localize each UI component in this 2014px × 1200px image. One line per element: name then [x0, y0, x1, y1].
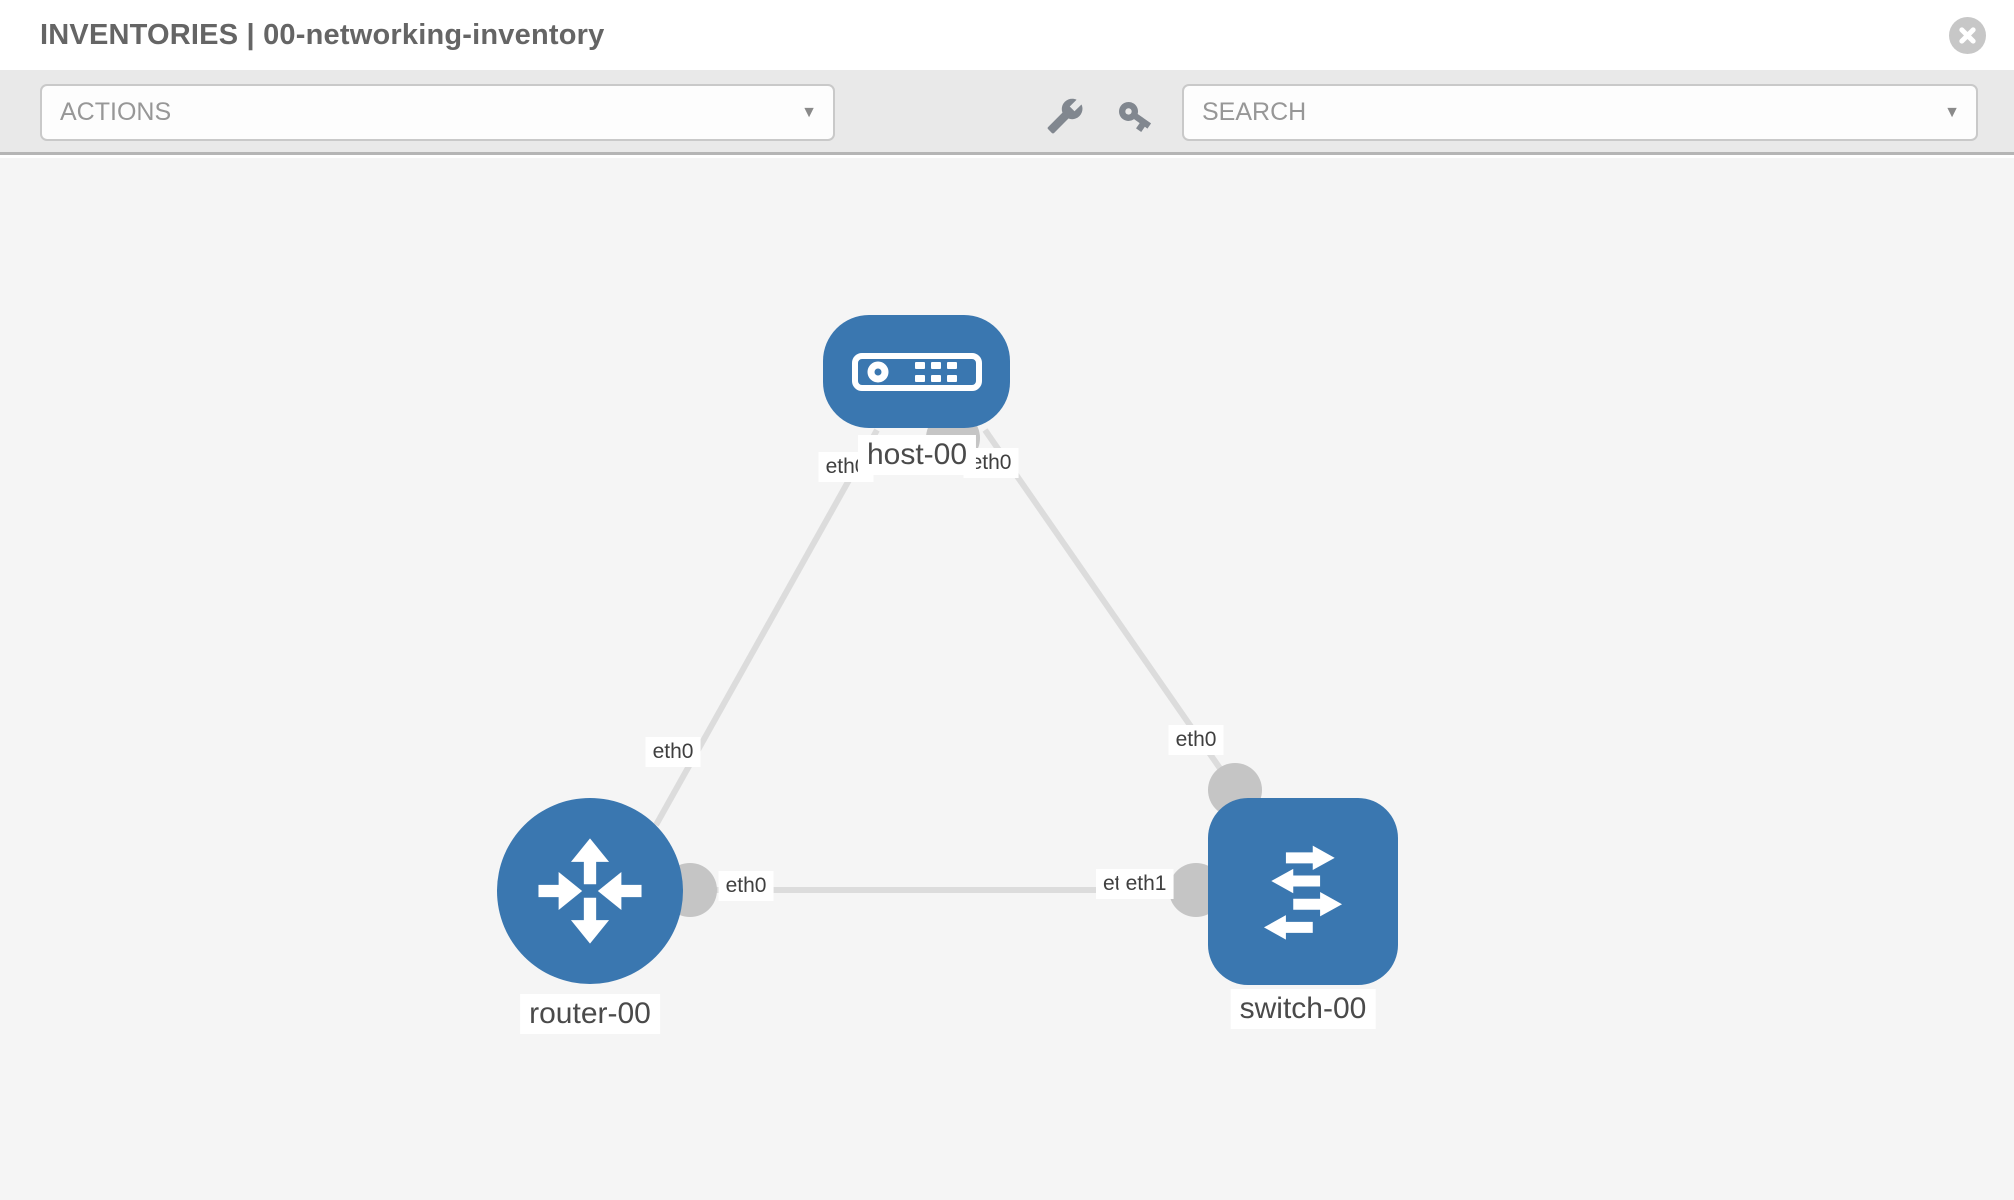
- chevron-down-icon: ▼: [1944, 104, 1960, 121]
- node-label-router: router-00: [520, 994, 660, 1034]
- actions-dropdown-label: ACTIONS: [60, 98, 172, 126]
- interface-label: eth0: [718, 871, 774, 901]
- node-label-switch: switch-00: [1230, 989, 1376, 1029]
- wrench-icon-button[interactable]: [1046, 97, 1086, 137]
- router-icon: [538, 838, 642, 944]
- node-switch-00[interactable]: [1208, 798, 1398, 985]
- actions-dropdown[interactable]: ACTIONS ▼: [40, 84, 835, 141]
- interface-label: eth0: [1168, 725, 1224, 755]
- toolbar: ACTIONS ▼ SEARCH ▼: [0, 70, 2014, 155]
- topology-links-layer: [653, 411, 1262, 917]
- search-dropdown-label: SEARCH: [1202, 98, 1307, 126]
- host-icon: [851, 352, 982, 391]
- switch-icon: [1263, 845, 1343, 940]
- node-label-host: host-00: [857, 435, 977, 475]
- node-host-00[interactable]: [823, 315, 1010, 428]
- header: INVENTORIES | 00-networking-inventory: [0, 0, 2014, 70]
- close-button[interactable]: [1949, 17, 1986, 54]
- node-router-00[interactable]: [497, 798, 683, 984]
- search-dropdown[interactable]: SEARCH ▼: [1182, 84, 1978, 141]
- wrench-icon: [1047, 98, 1083, 134]
- key-icon-button[interactable]: [1116, 97, 1156, 137]
- interface-label: eth0: [645, 737, 701, 767]
- interface-label: eth1: [1118, 869, 1174, 899]
- key-icon: [1119, 101, 1152, 132]
- chevron-down-icon: ▼: [801, 104, 817, 121]
- page-title: INVENTORIES | 00-networking-inventory: [40, 19, 605, 51]
- topology-canvas[interactable]: eth0 eth0 eth0 eth0 eth0 eth0 eth1 host-…: [0, 158, 2014, 1200]
